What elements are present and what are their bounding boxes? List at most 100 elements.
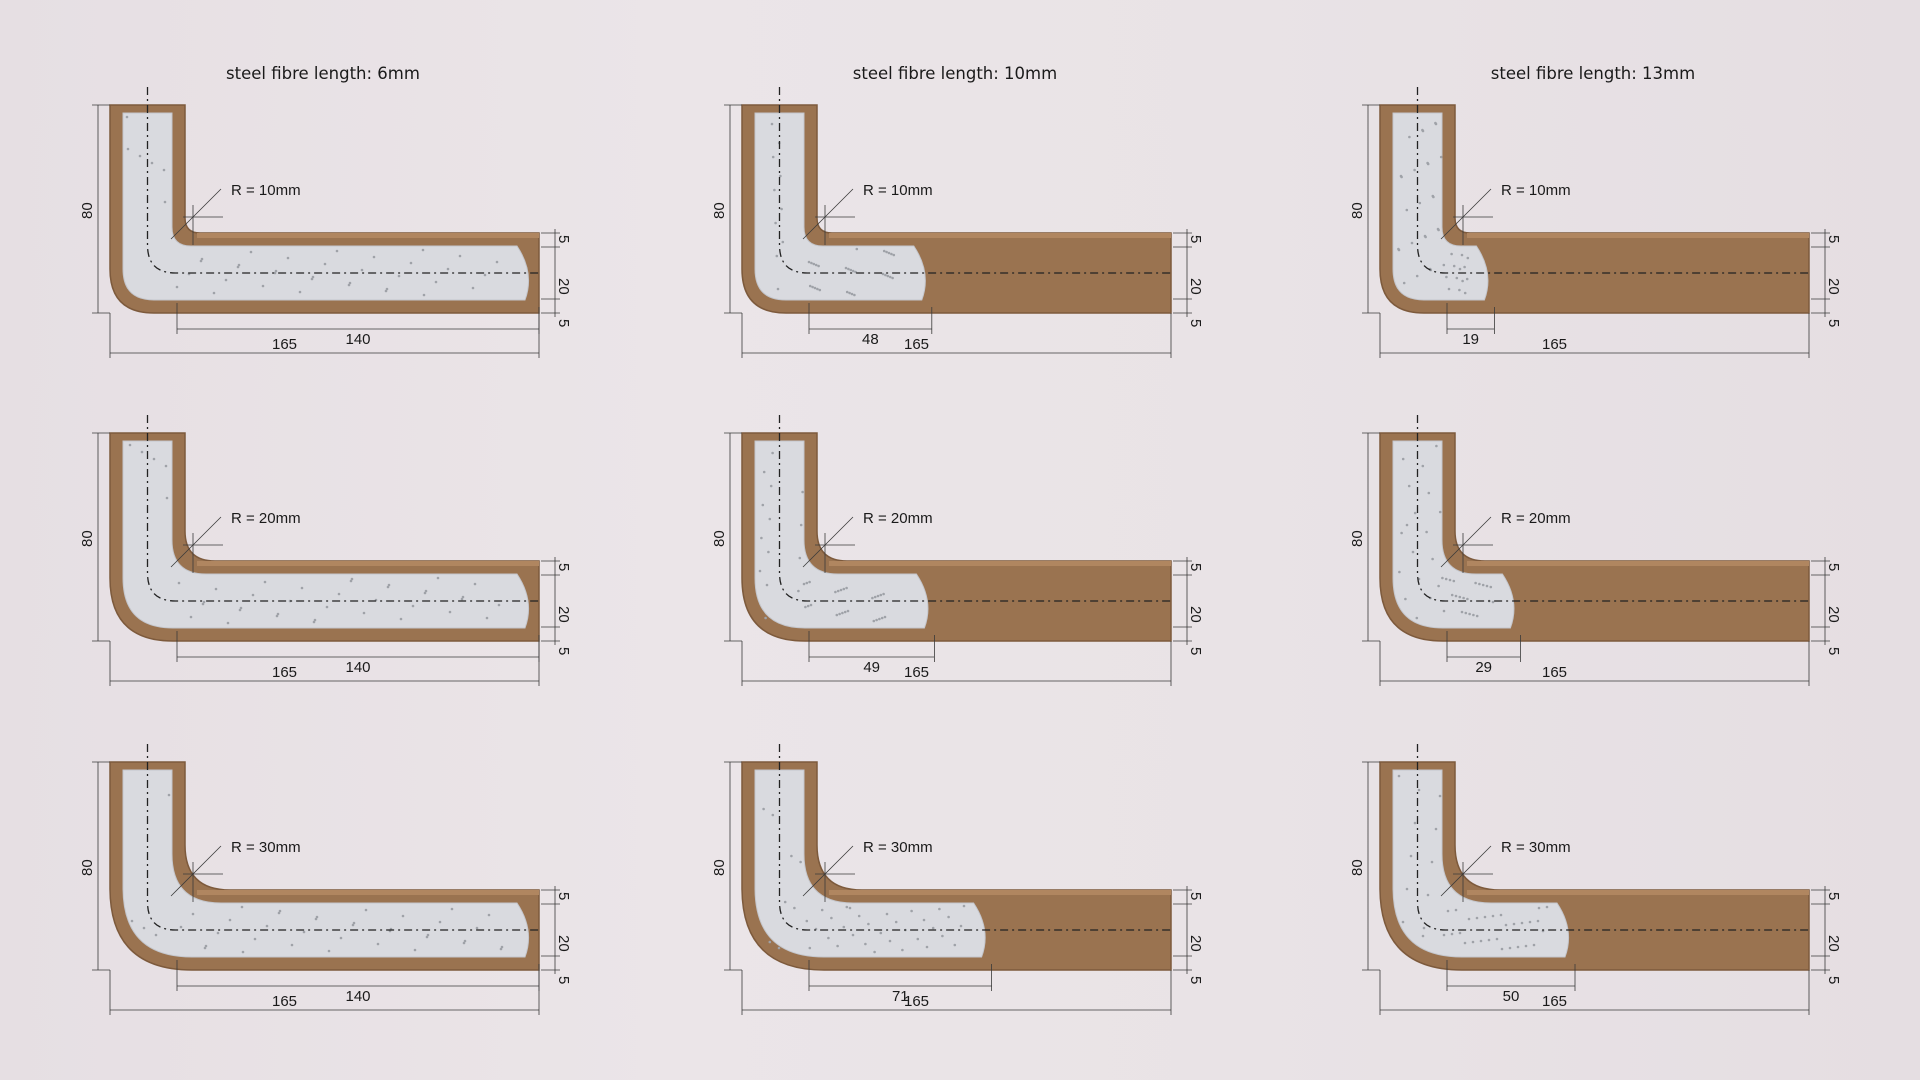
concrete-fill (754, 769, 986, 958)
radius-label: R = 30mm (863, 839, 933, 856)
radius-label: R = 20mm (231, 510, 301, 527)
concrete-fill (1392, 440, 1515, 629)
layer-label: 20 (1187, 935, 1204, 952)
centre-line (778, 744, 1171, 931)
concrete-fill (754, 112, 926, 301)
layer-label: 5 (1825, 235, 1842, 243)
radius-label: R = 10mm (863, 182, 933, 199)
height-label: 80 (79, 202, 96, 219)
fill-length-label: 140 (345, 659, 370, 676)
fill-length-label: 49 (863, 659, 880, 676)
mould-lip (197, 233, 539, 238)
height-label: 80 (79, 530, 96, 547)
layer-label: 5 (1187, 976, 1204, 984)
layer-label: 5 (1187, 235, 1204, 243)
layer-label: 5 (1187, 563, 1204, 571)
radius-leader (802, 845, 854, 897)
layer-label: 5 (555, 235, 572, 243)
radius-label: R = 10mm (231, 182, 301, 199)
layer-label: 5 (1825, 647, 1842, 655)
total-length-label: 165 (904, 993, 929, 1010)
layer-label: 5 (1825, 319, 1842, 327)
layer-label: 20 (1187, 278, 1204, 295)
mould-lip (1467, 561, 1809, 566)
column-title-6mm: steel fibre length: 6mm (226, 64, 420, 83)
height-label: 80 (1349, 202, 1366, 219)
centre-line (146, 415, 539, 602)
total-length-label: 165 (904, 336, 929, 353)
fill-length-label: 29 (1475, 659, 1492, 676)
radius-label: R = 30mm (1501, 839, 1571, 856)
concrete-fill (122, 440, 530, 629)
specimen-0-1: R = 10mm 80 5 20 5 48 165 (711, 87, 1204, 358)
height-label: 80 (711, 202, 728, 219)
fill-length-label: 140 (345, 988, 370, 1005)
mould-lip (197, 890, 539, 895)
total-length-label: 165 (272, 336, 297, 353)
mould-lip (829, 561, 1171, 566)
centre-line (146, 744, 539, 931)
fill-length-label: 50 (1503, 988, 1520, 1005)
height-label: 80 (711, 530, 728, 547)
radius-label: R = 10mm (1501, 182, 1571, 199)
layer-label: 5 (1187, 647, 1204, 655)
column-title-13mm: steel fibre length: 13mm (1490, 64, 1696, 83)
total-length-label: 165 (272, 664, 297, 681)
layer-label: 5 (1825, 976, 1842, 984)
centre-line (146, 87, 539, 274)
total-length-label: 165 (1542, 336, 1567, 353)
centre-line (778, 415, 1171, 602)
mould-body (1379, 104, 1810, 314)
fill-length-label: 19 (1462, 331, 1479, 348)
specimen-2-2: R = 30mm 80 5 20 5 50 165 (1349, 744, 1842, 1015)
centre-line (1416, 415, 1809, 602)
radius-leader (1440, 516, 1492, 568)
radius-leader (170, 845, 222, 897)
radius-label: R = 30mm (231, 839, 301, 856)
layer-label: 20 (1825, 935, 1842, 952)
radius-leader (170, 516, 222, 568)
layer-label: 20 (555, 935, 572, 952)
layer-label: 5 (555, 976, 572, 984)
layer-label: 5 (1825, 892, 1842, 900)
layer-label: 5 (555, 647, 572, 655)
layer-label: 5 (1187, 892, 1204, 900)
centre-line (1416, 744, 1809, 931)
radius-leader (802, 188, 854, 240)
mould-lip (829, 233, 1171, 238)
fill-length-label: 48 (862, 331, 879, 348)
total-length-label: 165 (1542, 664, 1567, 681)
centre-line (778, 87, 1171, 274)
layer-label: 5 (1825, 563, 1842, 571)
height-label: 80 (1349, 859, 1366, 876)
radius-leader (802, 516, 854, 568)
mould-lip (1467, 233, 1809, 238)
layer-label: 5 (555, 892, 572, 900)
column-title-10mm: steel fibre length: 10mm (852, 64, 1058, 83)
layer-label: 20 (555, 606, 572, 623)
layer-label: 20 (1187, 606, 1204, 623)
height-label: 80 (79, 859, 96, 876)
layer-label: 20 (1825, 606, 1842, 623)
concrete-fill (754, 440, 929, 629)
concrete-fill (1392, 769, 1570, 958)
layer-label: 5 (1187, 319, 1204, 327)
layer-label: 5 (555, 319, 572, 327)
height-label: 80 (1349, 530, 1366, 547)
mould-lip (197, 561, 539, 566)
centre-line (1416, 87, 1809, 274)
fill-length-label: 71 (892, 988, 909, 1005)
fill-length-label: 140 (345, 331, 370, 348)
total-length-label: 165 (1542, 993, 1567, 1010)
radius-label: R = 20mm (1501, 510, 1571, 527)
radius-leader (1440, 188, 1492, 240)
radius-label: R = 20mm (863, 510, 933, 527)
height-label: 80 (711, 859, 728, 876)
